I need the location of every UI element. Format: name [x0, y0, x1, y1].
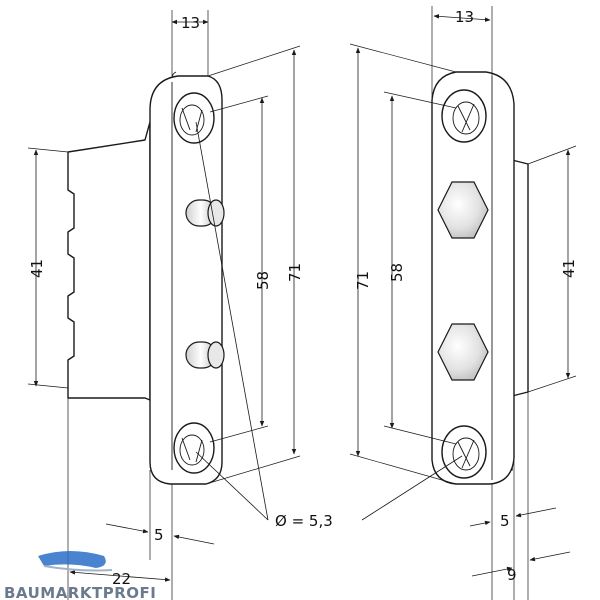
logo-text: BAUMARKTPROFI [4, 584, 156, 600]
left-keeper [67, 71, 225, 485]
left-pin-lower [185, 341, 225, 369]
left-keeper-body [67, 121, 151, 401]
dim-left-41: 41 [28, 259, 46, 278]
left-bottom-hole [173, 422, 215, 474]
dim-right-9: 9 [507, 566, 517, 584]
dim-right-13: 13 [455, 8, 474, 26]
right-hex-lower [437, 323, 489, 381]
dim-hole-diameter: Ø = 5,3 [275, 512, 333, 530]
dim-right-5: 5 [500, 512, 510, 530]
dim-left-13: 13 [181, 14, 200, 32]
dim-left-5: 5 [154, 526, 164, 544]
dim-right-71: 71 [354, 271, 372, 290]
dimension-lines: 13 71 58 41 5 22 13 71 58 41 5 9 Ø = 5,3 [27, 6, 578, 600]
left-pin-upper [185, 199, 225, 227]
dim-left-58: 58 [254, 271, 272, 290]
dim-right-41: 41 [560, 259, 578, 278]
right-keeper [431, 71, 529, 485]
right-bottom-hole [441, 425, 487, 479]
right-hex-upper [437, 181, 489, 239]
dim-left-71: 71 [286, 263, 304, 282]
left-top-hole [173, 92, 215, 144]
logo-swoosh-icon [38, 551, 106, 568]
right-top-hole [441, 89, 487, 143]
dim-left-22: 22 [112, 570, 131, 588]
dim-right-58: 58 [388, 263, 406, 282]
left-front-plate [149, 75, 223, 485]
brand-logo: BAUMARKTPROFI [4, 551, 156, 600]
